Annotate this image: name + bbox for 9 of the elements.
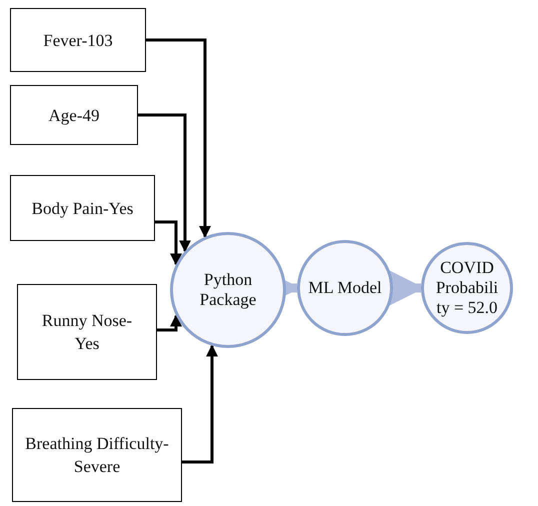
arrow [146,38,211,238]
input-box: Age-49 [10,85,138,145]
arrow [157,314,182,332]
arrow [138,114,191,252]
input-box: Breathing Difficulty-Severe [12,408,182,502]
input-box: Body Pain-Yes [10,175,155,241]
input-box: Fever-103 [10,8,146,72]
input-box: Runny Nose-Yes [17,284,157,380]
arrow [155,220,182,266]
